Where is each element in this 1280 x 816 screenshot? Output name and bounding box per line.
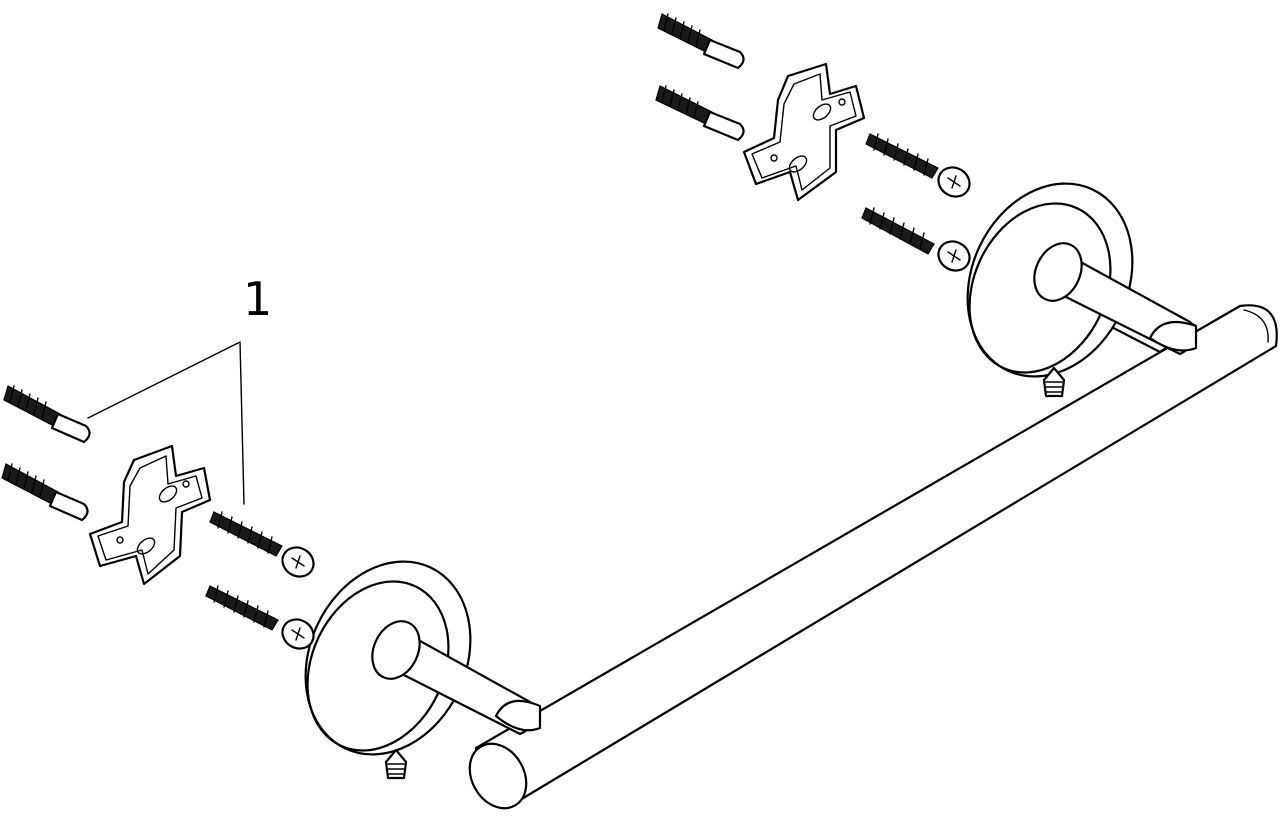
- wall-plug-right-upper: [657, 13, 745, 70]
- towel-bar-rod: [468, 304, 1278, 810]
- wood-screw-left-lower: [205, 585, 315, 650]
- callout-leader: [87, 341, 245, 505]
- wall-plug-left-upper: [3, 385, 91, 444]
- wood-screw-right-upper: [865, 133, 971, 198]
- set-screw-left: [384, 748, 408, 780]
- mounting-bracket-right: [742, 62, 866, 202]
- wall-plug-left-lower: [1, 463, 89, 522]
- right-wall-post: [966, 182, 1198, 378]
- wood-screw-left-upper: [209, 511, 315, 578]
- set-screw-right: [1042, 366, 1066, 398]
- wood-screw-right-lower: [861, 207, 971, 272]
- left-wall-post: [304, 560, 542, 756]
- mounting-bracket-left: [88, 444, 212, 586]
- wall-plug-right-lower: [655, 85, 745, 142]
- part-number-callout: 1: [243, 272, 273, 326]
